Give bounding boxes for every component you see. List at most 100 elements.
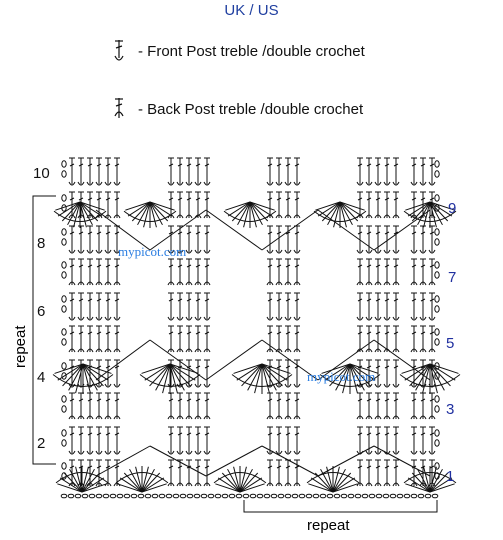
- post-hook: [419, 482, 427, 487]
- post-hook: [113, 281, 121, 286]
- treble-slash: [294, 465, 300, 469]
- turning-chain: [61, 305, 67, 313]
- chain-stitch: [249, 493, 257, 499]
- fan-arc: [223, 210, 277, 222]
- fan-stitch: [243, 201, 251, 228]
- fan-stitch: [75, 466, 83, 493]
- post-hook: [374, 348, 382, 353]
- treble-slash: [114, 432, 120, 436]
- fan-stitch: [249, 201, 275, 211]
- fan-stitch: [227, 468, 241, 493]
- post-hook: [113, 249, 121, 254]
- treble-slash: [96, 432, 102, 436]
- post-hook: [374, 415, 382, 420]
- treble-slash: [69, 398, 75, 402]
- treble-slash: [393, 465, 399, 469]
- chain-stitch: [81, 493, 89, 499]
- fan-stitch: [317, 201, 341, 217]
- chain-stitch: [284, 493, 292, 499]
- treble-slash: [357, 163, 363, 167]
- fan-stitch: [249, 201, 257, 228]
- post-hook: [356, 316, 364, 321]
- fan-stitch: [308, 483, 334, 493]
- post-hook: [392, 249, 400, 254]
- treble-slash: [78, 432, 84, 436]
- post-hook: [77, 181, 85, 186]
- post-hook: [374, 450, 382, 455]
- fan-stitch: [429, 201, 437, 228]
- chain-stitch: [319, 493, 327, 499]
- treble-slash: [168, 264, 174, 268]
- fan-stitch: [429, 466, 437, 493]
- turning-chain: [61, 261, 67, 269]
- fan-stitch: [236, 363, 263, 381]
- treble-slash: [177, 432, 183, 436]
- turning-chain: [434, 405, 440, 413]
- turning-chain: [61, 228, 67, 236]
- treble-slash: [366, 163, 372, 167]
- turning-chain: [61, 338, 67, 346]
- treble-slash: [96, 398, 102, 402]
- treble-slash: [186, 231, 192, 235]
- treble-slash: [114, 163, 120, 167]
- post-hook: [284, 181, 292, 186]
- post-hook: [266, 348, 274, 353]
- fan-stitch: [125, 201, 151, 211]
- treble-slash: [285, 465, 291, 469]
- post-hook: [284, 482, 292, 487]
- treble-slash: [96, 231, 102, 235]
- chain-stitch: [151, 493, 159, 499]
- treble-slash: [294, 231, 300, 235]
- treble-slash: [357, 331, 363, 335]
- treble-slash: [366, 432, 372, 436]
- treble-slash: [195, 398, 201, 402]
- fan-stitch: [261, 363, 288, 381]
- treble-slash: [195, 365, 201, 369]
- treble-slash: [186, 365, 192, 369]
- cross-chain: [317, 209, 375, 251]
- fan-stitch: [415, 363, 431, 391]
- treble-slash: [177, 331, 183, 335]
- fan-stitch: [239, 468, 253, 493]
- treble-slash: [294, 331, 300, 335]
- chain-stitch: [95, 493, 103, 499]
- fan-stitch: [225, 201, 251, 211]
- fan-stitch: [162, 363, 171, 394]
- post-hook: [86, 281, 94, 286]
- post-hook: [374, 281, 382, 286]
- post-hook: [293, 281, 301, 286]
- fan-arc: [403, 472, 457, 484]
- post-hook: [194, 482, 202, 487]
- chain-stitch: [221, 493, 229, 499]
- treble-slash: [420, 432, 426, 436]
- fan-stitch: [339, 201, 365, 211]
- fan-arc: [231, 374, 293, 387]
- treble-slash: [204, 465, 210, 469]
- fan-stitch: [405, 483, 431, 493]
- fan-stitch: [137, 201, 151, 226]
- fan-stitch: [217, 477, 241, 493]
- treble-slash: [420, 331, 426, 335]
- treble-slash: [78, 264, 84, 268]
- treble-slash: [186, 197, 192, 201]
- fan-stitch: [249, 201, 263, 226]
- post-hook: [68, 316, 76, 321]
- post-hook: [68, 281, 76, 286]
- post-hook: [275, 450, 283, 455]
- post-hook: [284, 214, 292, 219]
- chain-stitch: [354, 493, 362, 499]
- watermark-upper: mypicot.com: [118, 244, 186, 259]
- treble-slash: [69, 264, 75, 268]
- chain-stitch: [291, 493, 299, 499]
- treble-slash: [87, 432, 93, 436]
- post-hook: [176, 249, 184, 254]
- row-label-7: 7: [448, 269, 456, 286]
- row-label-1: 1: [446, 468, 454, 485]
- fan-stitch: [169, 363, 185, 391]
- post-hook: [266, 249, 274, 254]
- post-hook: [374, 181, 382, 186]
- post-hook: [410, 348, 418, 353]
- front-post-treble-icon: [114, 40, 124, 61]
- post-hook: [275, 281, 283, 286]
- post-hook: [383, 281, 391, 286]
